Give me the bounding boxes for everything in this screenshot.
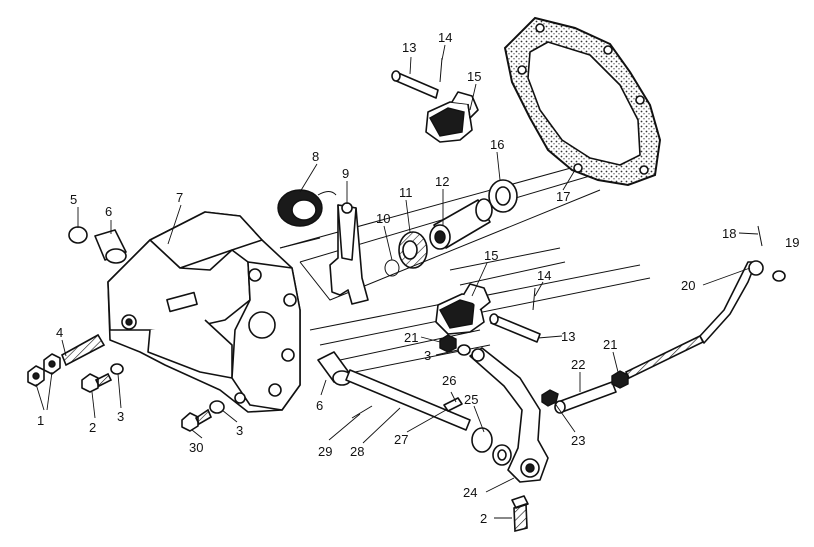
callout-20: 20 bbox=[681, 278, 695, 293]
washer-part-3-lower bbox=[209, 400, 225, 414]
callout-13-top: 13 bbox=[402, 40, 416, 55]
callout-3-lower: 3 bbox=[236, 423, 243, 438]
lever-part-15-top bbox=[425, 91, 479, 143]
callout-8: 8 bbox=[312, 149, 319, 164]
ring-part-16 bbox=[488, 179, 518, 213]
callout-10: 10 bbox=[376, 211, 390, 226]
leader-lines bbox=[35, 44, 759, 519]
callout-18: 18 bbox=[722, 226, 736, 241]
callout-27: 27 bbox=[394, 432, 408, 447]
callout-14-top: 14 bbox=[438, 30, 452, 45]
nut-part-21-right bbox=[611, 370, 629, 389]
pin-part-29 bbox=[351, 405, 373, 419]
callout-16: 16 bbox=[490, 137, 504, 152]
shaft-part-28 bbox=[345, 369, 471, 431]
callout-2-left: 2 bbox=[89, 420, 96, 435]
callout-28: 28 bbox=[350, 444, 364, 459]
callout-11: 11 bbox=[399, 185, 413, 200]
callout-13-lower: 13 bbox=[561, 329, 575, 344]
lever-part-15-lower bbox=[435, 283, 491, 335]
bolt-part-2-left bbox=[81, 372, 113, 393]
release-sleeve-part-12 bbox=[429, 198, 493, 250]
callout-17: 17 bbox=[556, 189, 570, 204]
callout-3-left: 3 bbox=[117, 409, 124, 424]
gasket-part-17 bbox=[503, 16, 662, 187]
callout-24: 24 bbox=[463, 485, 477, 500]
lever-fork-part-9 bbox=[329, 202, 369, 305]
stud-part-4 bbox=[60, 333, 106, 367]
cotter-pin-part-14-lower bbox=[532, 287, 536, 311]
callout-23: 23 bbox=[571, 433, 585, 448]
bushing-part-6-top bbox=[94, 229, 127, 264]
pin-part-18 bbox=[757, 225, 763, 247]
callout-21-right: 21 bbox=[603, 337, 617, 352]
key-part-27 bbox=[443, 397, 463, 412]
nut-part-1-b bbox=[43, 353, 61, 375]
pin-part-13-top bbox=[391, 70, 439, 99]
bearing-part-11 bbox=[398, 231, 428, 269]
nut-part-1-a bbox=[27, 365, 45, 387]
washer-part-19 bbox=[772, 270, 786, 282]
cap-part-5 bbox=[68, 226, 88, 244]
callout-1: 1 bbox=[37, 413, 44, 428]
housing-part-7 bbox=[107, 211, 301, 413]
callout-15-lower: 15 bbox=[484, 248, 498, 263]
callout-29: 29 bbox=[318, 444, 332, 459]
callout-25: 25 bbox=[464, 392, 478, 407]
washer-part-25-b bbox=[492, 444, 512, 466]
callout-19: 19 bbox=[785, 235, 799, 250]
callout-6-top: 6 bbox=[105, 204, 112, 219]
bolt-part-2-bottom bbox=[511, 495, 529, 533]
washer-part-3-left bbox=[110, 363, 124, 375]
nut-part-21-middle bbox=[439, 334, 457, 353]
rod-part-20 bbox=[624, 260, 764, 380]
callout-26: 26 bbox=[442, 373, 456, 388]
pedal-lever-part-24 bbox=[469, 347, 549, 483]
pin-part-22 bbox=[554, 381, 617, 414]
cotter-pin-part-14-top bbox=[439, 57, 443, 83]
callout-21-middle: 21 bbox=[404, 330, 418, 345]
washer-part-25-a bbox=[471, 427, 493, 453]
callout-4: 4 bbox=[56, 325, 63, 340]
callout-22: 22 bbox=[571, 357, 585, 372]
callout-3-middle: 3 bbox=[424, 348, 431, 363]
bolt-part-30 bbox=[181, 408, 213, 432]
pin-part-13-lower bbox=[489, 313, 541, 343]
callout-6-middle: 6 bbox=[316, 398, 323, 413]
callout-5: 5 bbox=[70, 192, 77, 207]
washer-part-3-middle bbox=[457, 344, 471, 356]
callout-9: 9 bbox=[342, 166, 349, 181]
callout-12: 12 bbox=[435, 174, 449, 189]
circlip-part-10 bbox=[384, 259, 400, 277]
spring-part-8 bbox=[277, 189, 337, 227]
callout-14-lower: 14 bbox=[537, 268, 551, 283]
callout-7: 7 bbox=[176, 190, 183, 205]
callout-2-bottom: 2 bbox=[480, 511, 487, 526]
callout-30: 30 bbox=[189, 440, 203, 455]
callout-15-top: 15 bbox=[467, 69, 481, 84]
callout-labels: 1 2 3 4 5 6 7 8 9 10 11 12 13 14 15 16 1… bbox=[37, 30, 799, 526]
